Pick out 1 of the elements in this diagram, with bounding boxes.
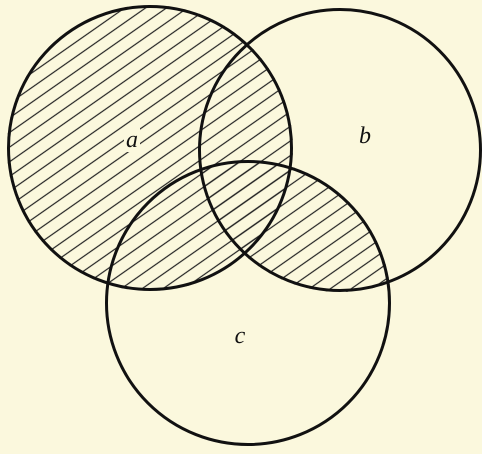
set-label: a (124, 128, 140, 152)
